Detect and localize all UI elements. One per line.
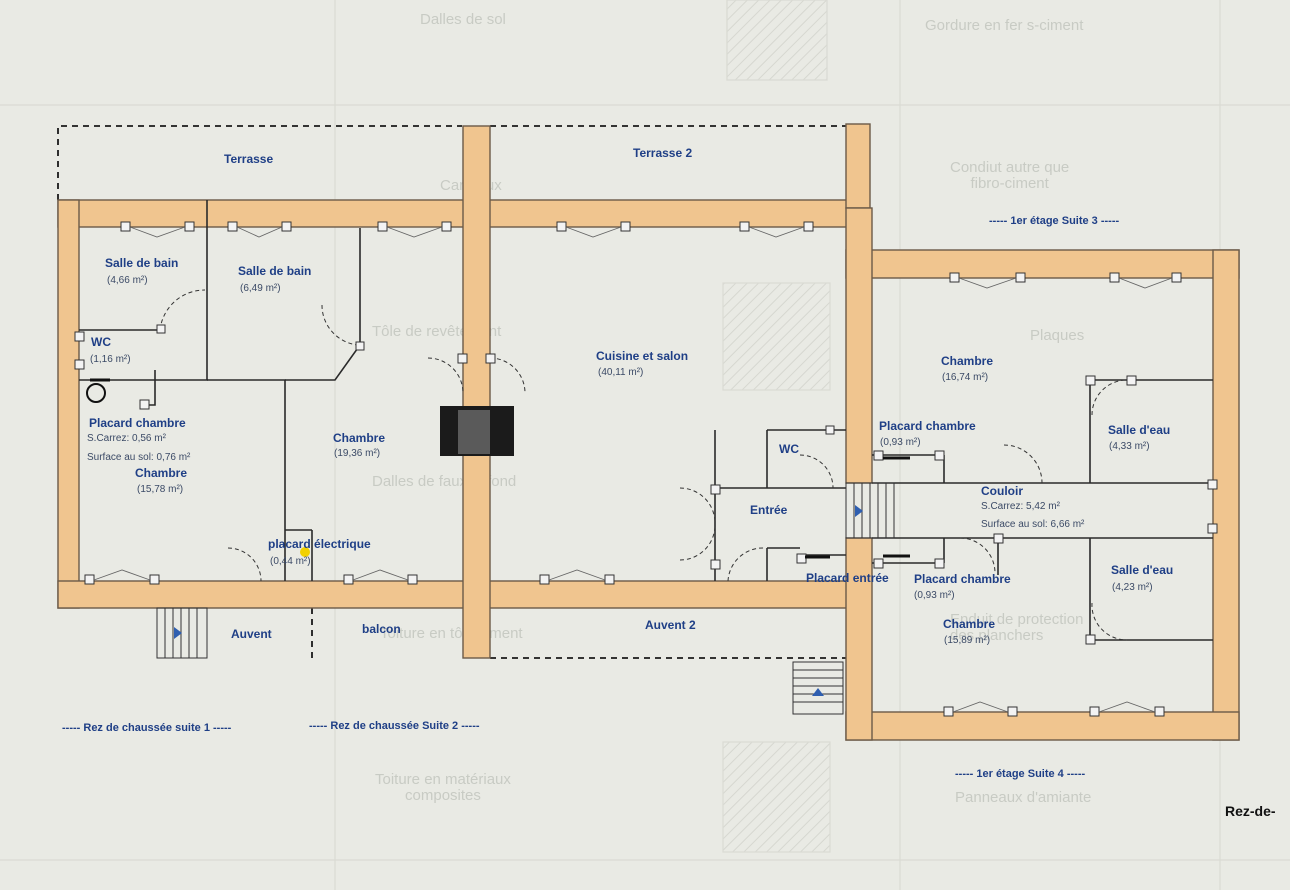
windows	[74, 221, 1218, 717]
room-area-placard3: (0,93 m²)	[880, 437, 921, 448]
room-label-chambre3: Chambre	[941, 354, 994, 368]
room-label-terrasse2: Terrasse 2	[633, 146, 693, 160]
room-area-chambre3: (16,74 m²)	[942, 372, 989, 383]
bg-text: Plaques	[1030, 327, 1085, 344]
bg-text: Toiture en matériaux composites	[375, 771, 511, 804]
room-label-auvent2: Auvent 2	[645, 618, 696, 632]
room-label-placard1: Placard chambre	[89, 416, 186, 430]
room-sol-placard1: Surface au sol: 0,76 m²	[87, 452, 191, 463]
room-label-sde1: Salle d'eau	[1108, 423, 1171, 437]
room-label-chambre4: Chambre	[943, 617, 996, 631]
room-label-chambre2: Chambre	[333, 431, 386, 445]
room-area-placard4: (0,93 m²)	[914, 590, 955, 601]
bg-text: Panneaux d'amiante	[955, 789, 1092, 806]
room-label-auvent: Auvent	[231, 627, 272, 641]
room-area-chambre4: (15,89 m²)	[944, 635, 991, 646]
room-area-sde1: (4,33 m²)	[1109, 441, 1150, 452]
bg-text: Dalles de sol	[420, 11, 506, 28]
room-label-sdb2: Salle de bain	[238, 264, 312, 278]
room-label-chambre1: Chambre	[135, 466, 188, 480]
room-area-placard-electrique: (0,44 m²)	[270, 556, 311, 567]
room-area-chambre2: (19,36 m²)	[334, 448, 381, 459]
room-label-sde2: Salle d'eau	[1111, 563, 1174, 577]
bg-text: Condiut autre que fibro-ciment	[950, 159, 1070, 192]
room-label-couloir: Couloir	[981, 484, 1023, 498]
stair-arrows	[174, 505, 863, 696]
walls	[57, 123, 1240, 741]
room-carrez-placard1: S.Carrez: 0,56 m²	[87, 433, 166, 444]
room-label-placard4: Placard chambre	[914, 572, 1011, 586]
doors	[159, 289, 1128, 641]
room-label-placard3: Placard chambre	[879, 419, 976, 433]
room-label-placard-electrique: placard électrique	[268, 537, 371, 551]
suite-caption-1: ----- Rez de chaussée suite 1 -----	[62, 722, 232, 734]
door-posts	[139, 324, 1137, 645]
room-area-sde2: (4,23 m²)	[1112, 582, 1153, 593]
room-area-cuisine: (40,11 m²)	[598, 367, 644, 378]
suite-caption-3: ----- 1er étage Suite 3 -----	[989, 215, 1120, 227]
room-label-sdb1: Salle de bain	[105, 256, 179, 270]
room-sol-couloir: Surface au sol: 6,66 m²	[981, 519, 1085, 530]
room-label-terrasse: Terrasse	[224, 152, 274, 166]
suite-caption-2: ----- Rez de chaussée Suite 2 -----	[309, 720, 480, 732]
room-area-wc1: (1,16 m²)	[90, 354, 131, 365]
room-label-balcon: balcon	[362, 622, 401, 636]
room-label-cuisine: Cuisine et salon	[596, 349, 689, 363]
bg-text: Gordure en fer s-ciment	[925, 17, 1084, 34]
room-carrez-couloir: S.Carrez: 5,42 m²	[981, 501, 1060, 512]
door-leaves	[90, 378, 910, 559]
chimney	[440, 406, 514, 456]
suite-caption-4: ----- 1er étage Suite 4 -----	[955, 768, 1086, 780]
window-swings	[93, 226, 1173, 713]
page-heading-fragment: Rez-de-	[1225, 803, 1276, 819]
room-area-chambre1: (15,78 m²)	[137, 484, 184, 495]
electric-panel-icon	[300, 547, 310, 557]
room-label-wc1: WC	[91, 335, 111, 349]
room-label-entree: Entrée	[750, 503, 788, 517]
bg-text: Enduit de protection des planchers	[950, 611, 1084, 644]
room-area-sdb1: (4,66 m²)	[107, 275, 148, 286]
room-label-wc2: WC	[779, 442, 799, 456]
terrace-outline	[57, 125, 846, 660]
water-heater-icon	[86, 383, 106, 403]
room-area-sdb2: (6,49 m²)	[240, 283, 281, 294]
room-label-placard-entree: Placard entrée	[806, 571, 889, 585]
